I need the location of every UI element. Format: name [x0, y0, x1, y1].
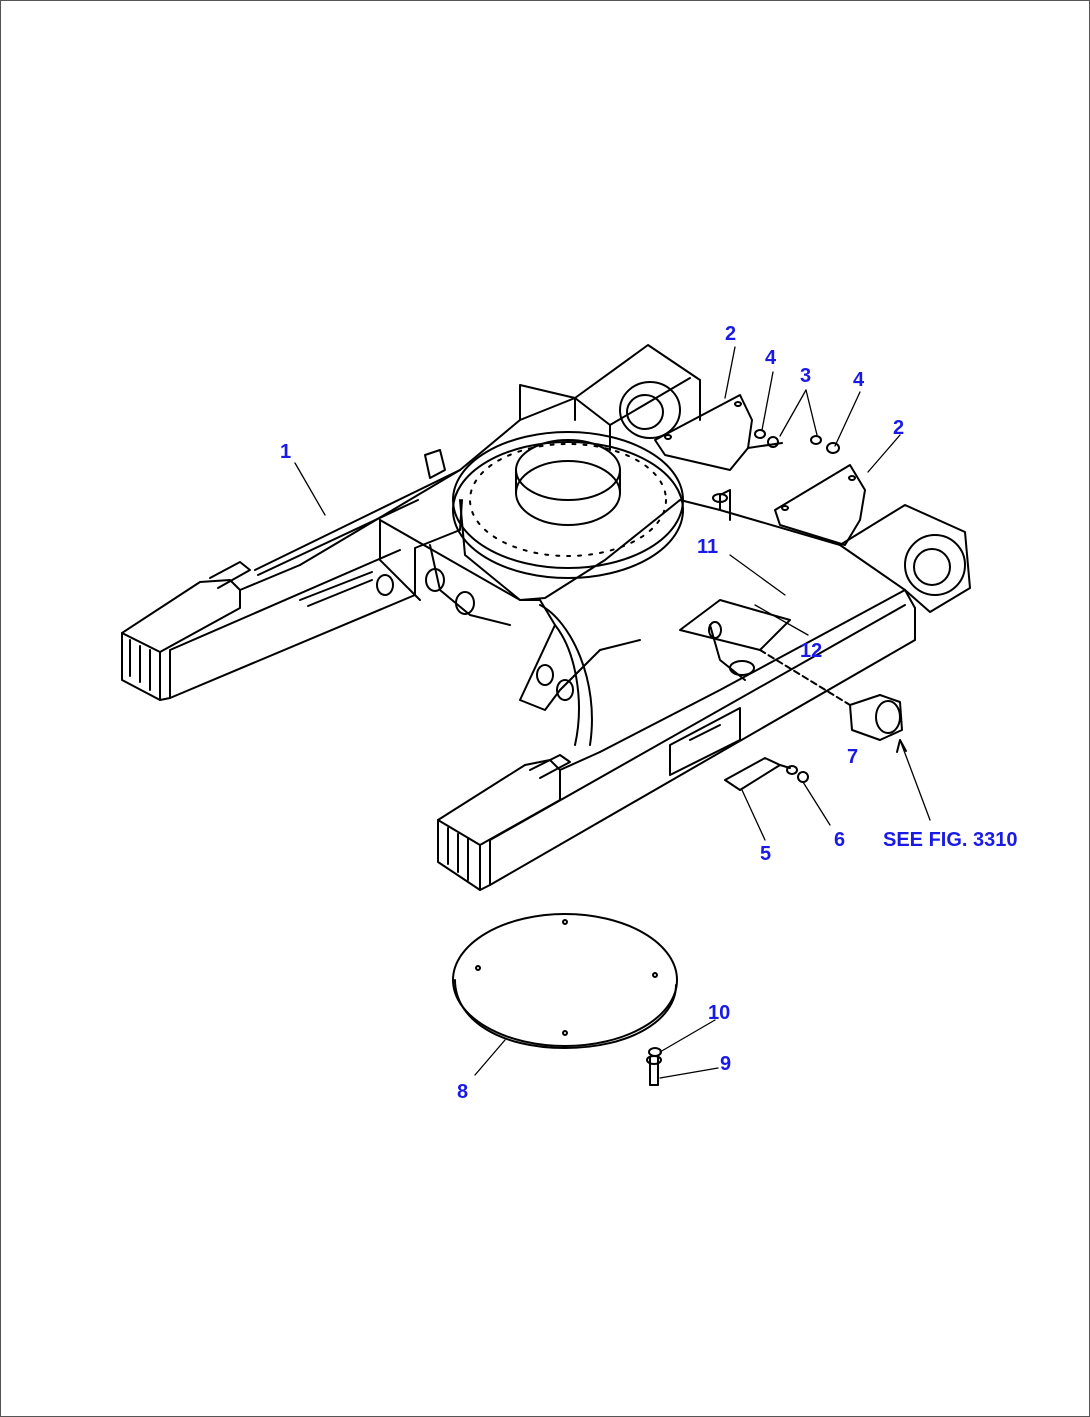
- callout-4-right: 4: [853, 369, 865, 391]
- center-frame: [376, 431, 841, 746]
- callout-1: 1: [280, 441, 292, 463]
- bolt-9-washer-10: [646, 1047, 662, 1086]
- callout-8: 8: [457, 1081, 469, 1103]
- leader-lines: [294, 346, 931, 1079]
- callout-2-right: 2: [893, 417, 905, 439]
- callout-7: 7: [847, 746, 859, 768]
- callout-11: 11: [697, 536, 719, 558]
- callout-12: 12: [800, 640, 823, 662]
- track-adjuster-7: [759, 649, 903, 741]
- cover-right: [774, 464, 866, 546]
- left-side-frame: [121, 344, 701, 701]
- cover-left: [654, 394, 753, 471]
- callout-9: 9: [720, 1053, 732, 1075]
- under-cover-plate-8: [452, 913, 678, 1049]
- reference-note: SEE FIG. 3310: [883, 829, 1018, 851]
- cover-plate-5: [724, 757, 809, 791]
- callout-3: 3: [800, 365, 812, 387]
- callout-4-left: 4: [765, 347, 777, 369]
- bolts-and-washers: [747, 429, 840, 454]
- right-side-frame: [437, 504, 971, 891]
- callout-6: 6: [834, 829, 846, 851]
- callout-10: 10: [708, 1002, 731, 1024]
- callout-5: 5: [760, 843, 772, 865]
- callout-2-left: 2: [725, 323, 737, 345]
